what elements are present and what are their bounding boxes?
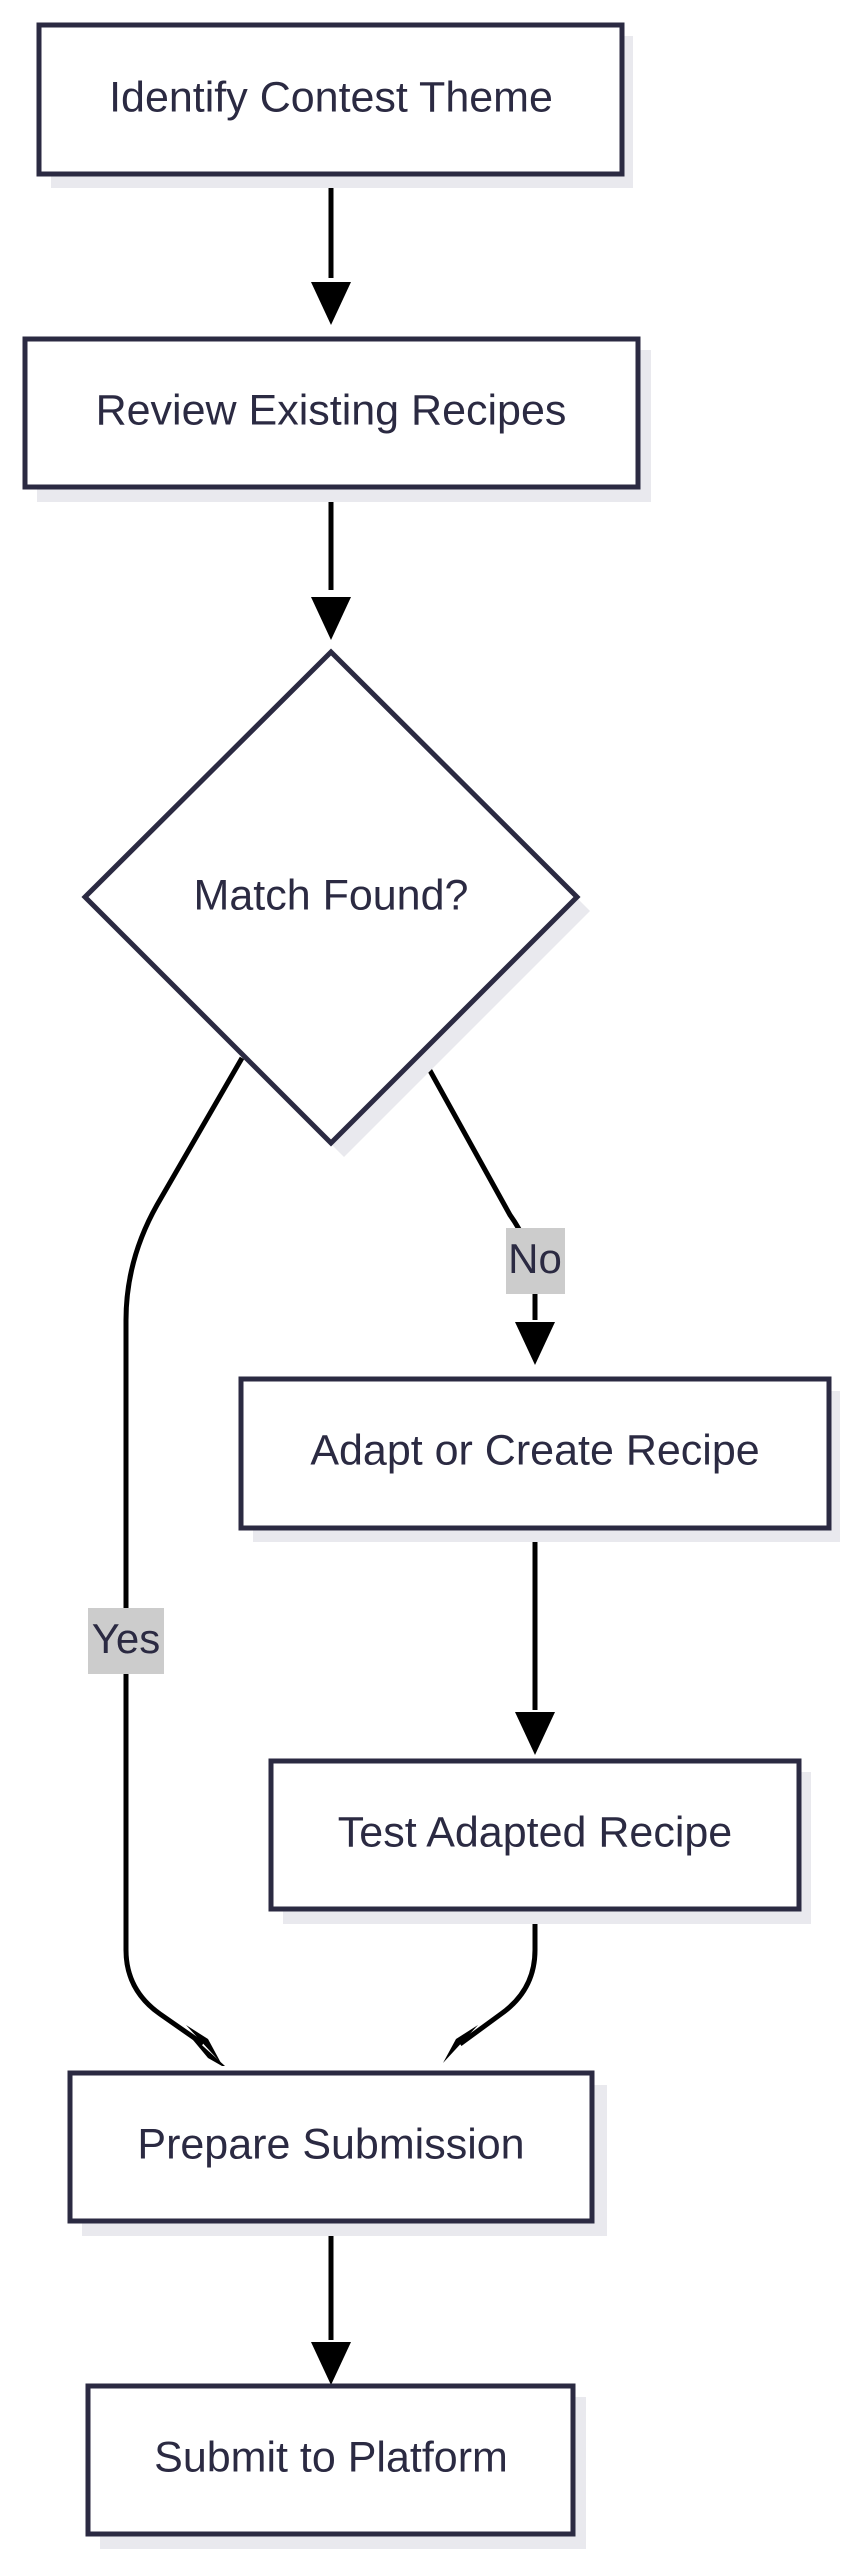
node-identify: Identify Contest Theme: [36, 22, 633, 188]
arrowhead-prepare: [443, 2025, 478, 2063]
edge-label-yes: Yes: [88, 1608, 164, 1674]
arrowhead-decision: [311, 597, 351, 640]
node-prepare-box: [67, 2070, 595, 2224]
node-prepare-label: Prepare Submission: [137, 2120, 524, 2168]
edge-label-no-text: No: [508, 1235, 562, 1282]
node-decision-label: Match Found?: [194, 871, 469, 919]
node-review-label: Review Existing Recipes: [96, 386, 567, 434]
node-submit: Submit to Platform: [85, 2383, 586, 2549]
node-adapt-box: [238, 1376, 832, 1531]
node-decision-diamond: [81, 648, 581, 1147]
node-test: Test Adapted Recipe: [268, 1758, 811, 1924]
node-prepare: Prepare Submission: [67, 2070, 607, 2236]
node-test-label: Test Adapted Recipe: [338, 1808, 732, 1856]
edge-label-no: No: [506, 1228, 565, 1294]
arrowhead-submit: [311, 2342, 351, 2385]
arrowhead-yes: [183, 2028, 225, 2066]
node-review-box: [22, 336, 641, 490]
node-decision: Match Found?: [81, 648, 590, 1157]
edge-label-yes-bg: [88, 1608, 164, 1674]
node-submit-box: [85, 2383, 576, 2537]
node-identify-box: [36, 22, 625, 177]
edge-test-to-prepare: [458, 1908, 538, 2047]
arrowhead-test: [515, 1712, 555, 1755]
node-review: Review Existing Recipes: [22, 336, 651, 502]
edge-decision-yes: [123, 1056, 245, 2047]
node-submit-label: Submit to Platform: [154, 2433, 508, 2481]
node-identify-label: Identify Contest Theme: [109, 73, 553, 121]
arrowhead-review: [311, 282, 351, 325]
edge-label-yes-text: Yes: [92, 1615, 161, 1662]
edge-label-no-bg: [506, 1228, 565, 1294]
node-test-box: [268, 1758, 802, 1912]
node-adapt: Adapt or Create Recipe: [238, 1376, 840, 1542]
edges: [123, 174, 555, 2385]
arrowhead-no: [515, 1322, 555, 1365]
node-adapt-label: Adapt or Create Recipe: [310, 1426, 759, 1474]
